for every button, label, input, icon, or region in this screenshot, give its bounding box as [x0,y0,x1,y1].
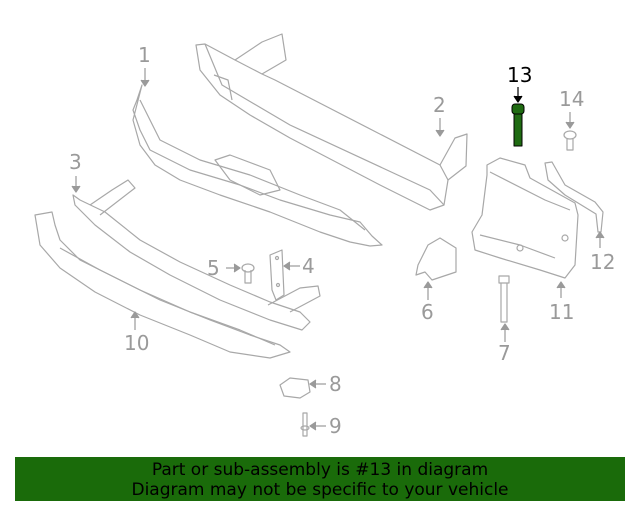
part-8-clip[interactable] [279,377,311,399]
parts-diagram [34,33,605,437]
part-2-bumper-reinforcement[interactable] [195,33,468,211]
callout-1[interactable]: 1 [138,43,151,67]
banner-line-part: Part or sub-assembly is #13 in diagram [151,460,489,480]
part-7-bolt[interactable] [498,275,510,323]
callout-6[interactable]: 6 [421,300,434,324]
part-1-energy-absorber[interactable] [132,84,383,247]
callout-10[interactable]: 10 [124,331,150,355]
part-3-lower-carrier[interactable] [72,179,321,331]
part-4-bracket[interactable] [269,249,285,301]
callout-3[interactable]: 3 [69,150,82,174]
part-11-mount[interactable] [471,157,579,279]
part-14-screw[interactable] [563,130,577,151]
part-13-bolt-highlighted[interactable] [511,103,525,147]
part-12-bracket[interactable] [544,161,604,233]
part-5-screw[interactable] [241,263,255,284]
callout-2[interactable]: 2 [433,93,446,117]
part-10-air-deflector[interactable] [34,211,291,359]
callout-13[interactable]: 13 [507,63,533,87]
banner-line-disclaimer: Diagram may not be specific to your vehi… [131,480,509,500]
callout-9[interactable]: 9 [329,414,342,438]
part-6-bracket[interactable] [415,237,457,281]
callout-11[interactable]: 11 [549,300,575,324]
callout-12[interactable]: 12 [590,250,616,274]
leader-lines [71,68,605,431]
leader-line-13 [513,87,523,103]
callout-8[interactable]: 8 [329,372,342,396]
callout-14[interactable]: 14 [559,87,585,111]
info-banner: Part or sub-assembly is #13 in diagram D… [15,457,625,501]
part-9-pin[interactable] [300,412,310,437]
callout-7[interactable]: 7 [498,341,511,365]
callout-4[interactable]: 4 [302,254,315,278]
callout-5[interactable]: 5 [207,256,220,280]
